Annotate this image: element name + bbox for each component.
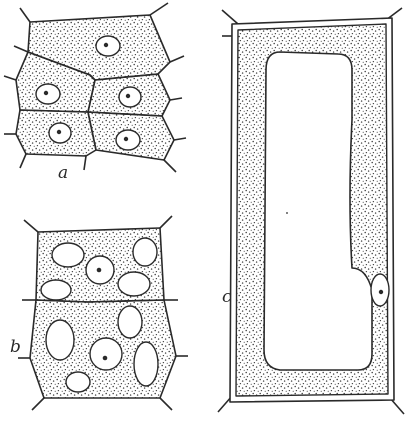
cell-c — [218, 8, 404, 414]
label-b: b — [10, 337, 21, 357]
vacuole-speck — [286, 212, 288, 214]
cell-c-nucleus — [371, 274, 389, 306]
cell-group-b — [18, 216, 188, 410]
label-c: c — [222, 287, 232, 307]
label-a: a — [58, 163, 68, 183]
cell-group-a — [4, 3, 186, 172]
